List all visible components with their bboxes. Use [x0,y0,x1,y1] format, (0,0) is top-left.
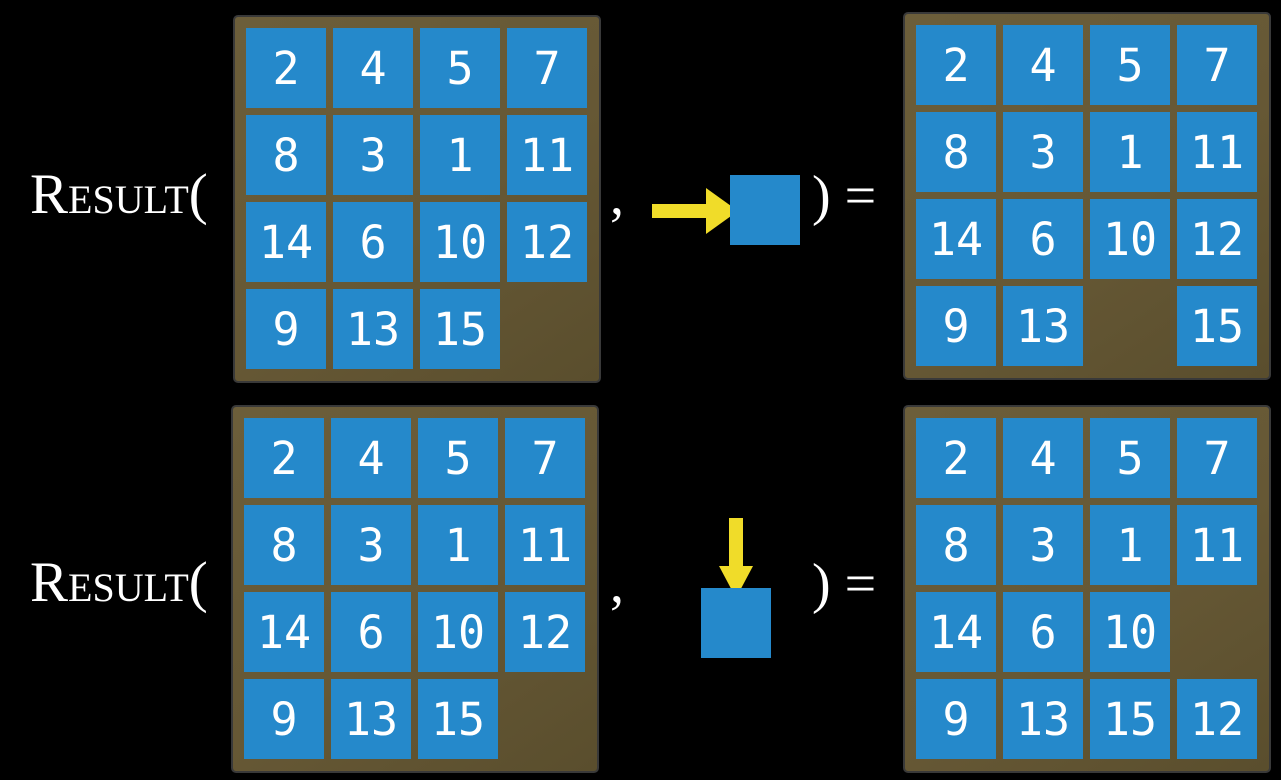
puzzle-tile-15: 15 [418,679,498,759]
puzzle-tile-5: 5 [1090,418,1170,498]
result-function-label: Result( [30,163,208,226]
puzzle-tile-6: 6 [1003,199,1083,279]
puzzle-tile-12: 12 [507,202,587,282]
close-paren-equals: ) = [812,165,877,227]
puzzle-tile-8: 8 [246,115,326,195]
puzzle-tile-14: 14 [244,592,324,672]
move-down-arrow-icon [719,518,753,598]
puzzle-tile-15: 15 [1177,286,1257,366]
comma-separator: , [610,165,624,227]
puzzle-tile-13: 13 [333,289,413,369]
puzzle-tile-6: 6 [333,202,413,282]
puzzle-tile-1: 1 [420,115,500,195]
move-right-arrow-icon [652,188,738,234]
empty-cell [1177,592,1257,672]
puzzle-tile-13: 13 [331,679,411,759]
result-function-label: Result( [30,551,208,614]
puzzle-tile-13: 13 [1003,286,1083,366]
puzzle-tile-14: 14 [916,592,996,672]
puzzle-tile-2: 2 [916,25,996,105]
action-tile-square [701,588,771,658]
puzzle-tile-14: 14 [916,199,996,279]
puzzle-tile-3: 3 [1003,505,1083,585]
puzzle-tile-9: 9 [246,289,326,369]
puzzle-tile-7: 7 [505,418,585,498]
puzzle-tile-4: 4 [1003,418,1083,498]
puzzle-tile-10: 10 [1090,199,1170,279]
comma-separator: , [610,553,624,615]
puzzle-tile-4: 4 [331,418,411,498]
puzzle-tile-7: 7 [507,28,587,108]
puzzle-tile-8: 8 [916,112,996,192]
close-paren-equals: ) = [812,553,877,615]
puzzle-tile-2: 2 [916,418,996,498]
puzzle-tile-2: 2 [244,418,324,498]
puzzle-tile-12: 12 [1177,199,1257,279]
puzzle-tile-4: 4 [333,28,413,108]
puzzle-tile-6: 6 [1003,592,1083,672]
empty-cell [507,289,587,369]
puzzle-tile-6: 6 [331,592,411,672]
puzzle-tile-7: 7 [1177,418,1257,498]
puzzle-tile-2: 2 [246,28,326,108]
puzzle-tile-3: 3 [1003,112,1083,192]
puzzle-tile-10: 10 [420,202,500,282]
puzzle-tile-9: 9 [916,286,996,366]
puzzle-tile-15: 15 [1090,679,1170,759]
puzzle-tile-14: 14 [246,202,326,282]
puzzle-tile-3: 3 [331,505,411,585]
puzzle-tile-11: 11 [1177,505,1257,585]
puzzle-tile-10: 10 [418,592,498,672]
puzzle-tile-4: 4 [1003,25,1083,105]
puzzle-tile-5: 5 [1090,25,1170,105]
puzzle-tile-8: 8 [916,505,996,585]
puzzle-tile-1: 1 [418,505,498,585]
puzzle-tile-15: 15 [420,289,500,369]
puzzle-tile-1: 1 [1090,505,1170,585]
puzzle-tile-11: 11 [507,115,587,195]
empty-cell [505,679,585,759]
puzzle-tile-5: 5 [418,418,498,498]
puzzle-tile-5: 5 [420,28,500,108]
action-tile-square [730,175,800,245]
puzzle-tile-8: 8 [244,505,324,585]
puzzle-tile-10: 10 [1090,592,1170,672]
puzzle-tile-12: 12 [505,592,585,672]
puzzle-tile-9: 9 [244,679,324,759]
puzzle-tile-11: 11 [505,505,585,585]
puzzle-tile-11: 11 [1177,112,1257,192]
puzzle-tile-7: 7 [1177,25,1257,105]
empty-cell [1090,286,1170,366]
puzzle-tile-12: 12 [1177,679,1257,759]
puzzle-tile-3: 3 [333,115,413,195]
puzzle-tile-13: 13 [1003,679,1083,759]
puzzle-tile-1: 1 [1090,112,1170,192]
puzzle-tile-9: 9 [916,679,996,759]
